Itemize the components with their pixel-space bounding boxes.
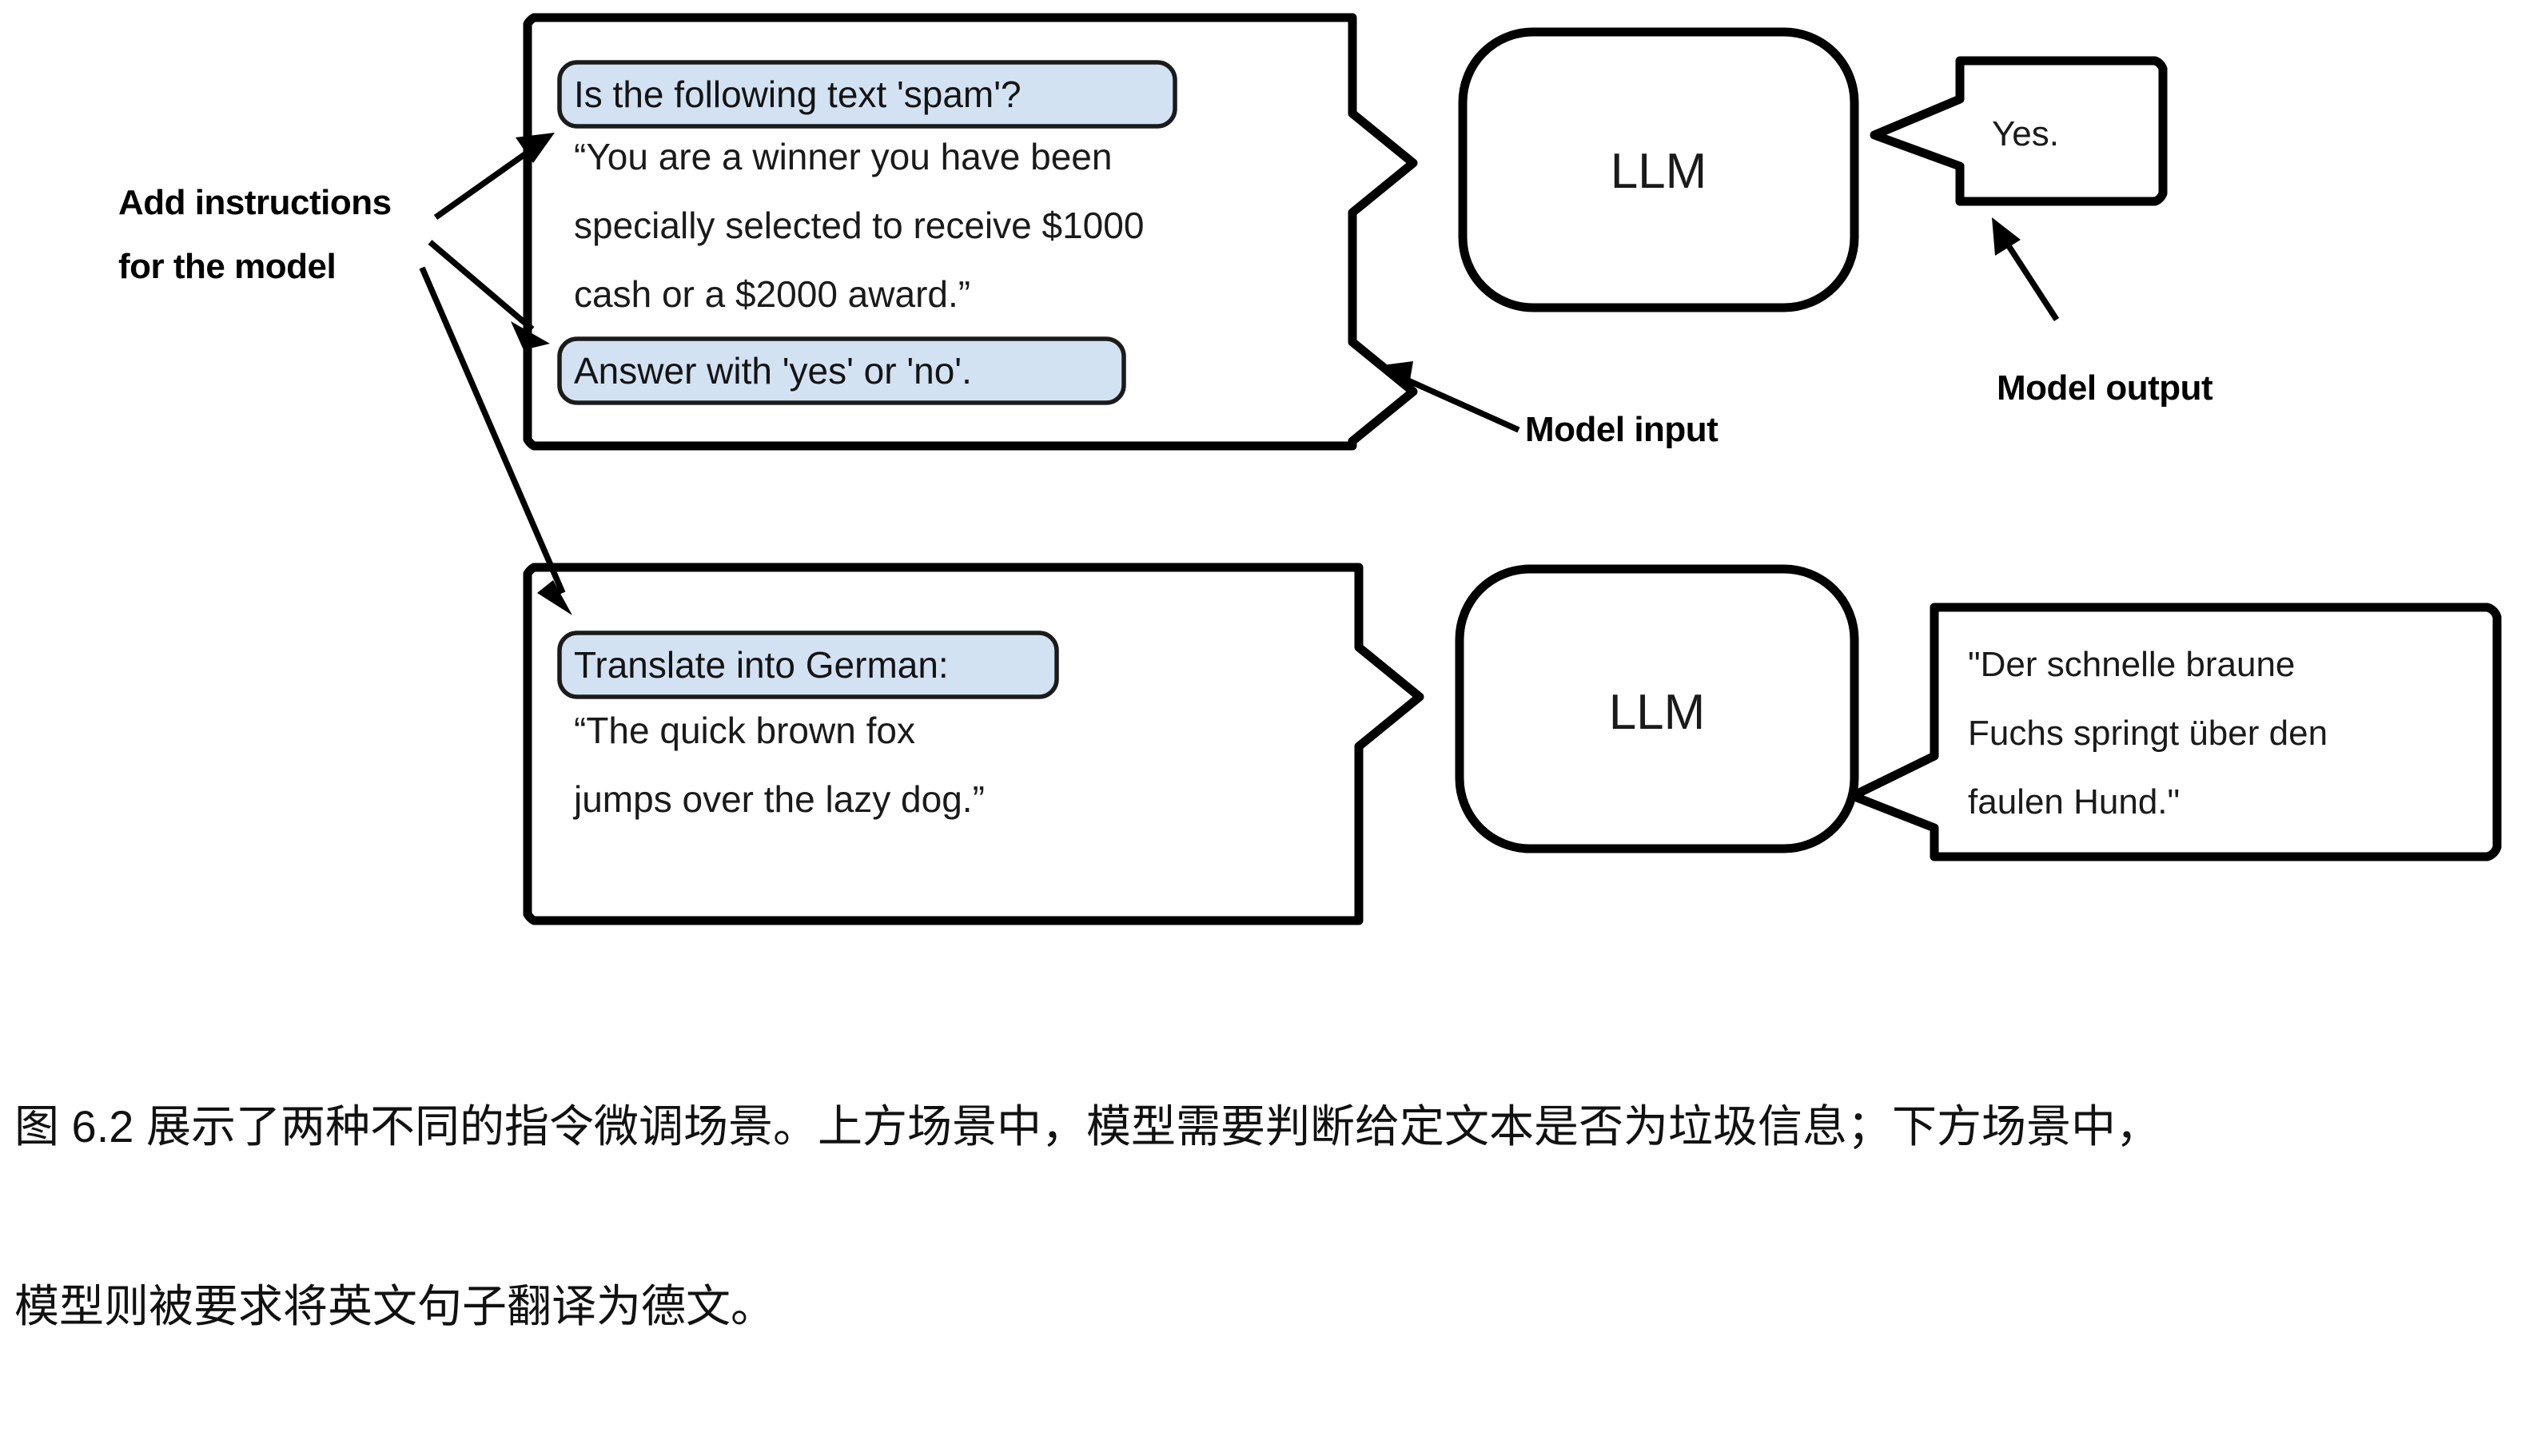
instruction-chip-translate-label: Translate into German:: [574, 644, 949, 686]
model-output-bubble-yes-line: Yes.: [1992, 114, 2059, 153]
arrow-model-input-pointer: [1396, 372, 1520, 433]
llm-box-translate: [1455, 564, 1859, 853]
add-instructions-label-line2: for the model: [118, 247, 336, 286]
input-body-line: specially selected to receive $1000: [574, 205, 1144, 246]
input-body-line: “The quick brown fox: [574, 710, 915, 751]
instruction-chip-translate: [557, 631, 1059, 699]
model-output-bubble-german-line: Fuchs springt über den: [1968, 714, 2328, 753]
arrow-head-icon: [511, 321, 550, 350]
model-output-bubble-yes: [1870, 56, 2168, 206]
arrow-instructions-to-translate-chip: [419, 266, 566, 595]
model-output-bubble-german-line: faulen Hund.": [1968, 782, 2180, 821]
arrow-model-output-pointer: [2001, 237, 2060, 322]
arrow-head-icon: [516, 133, 555, 163]
figure-caption-line: 模型则被要求将英文句子翻译为德文。: [14, 1281, 775, 1332]
input-body-line: jumps over the lazy dog.”: [572, 778, 985, 820]
instruction-finetuning-diagram: Is the following text 'spam'? “You are a…: [118, 13, 2502, 925]
arrow-head-icon: [1992, 217, 2021, 256]
input-body-line: cash or a $2000 award.”: [574, 273, 970, 315]
figure-caption: 图 6.2 展示了两种不同的指令微调场景。上方场景中，模型需要判断给定文本是否为…: [14, 977, 2532, 1456]
llm-box-spam-label: LLM: [1611, 144, 1707, 199]
instruction-chip-answer-format: [557, 336, 1126, 405]
arrow-instructions-to-spam-chip: [433, 141, 542, 221]
input-body-line: “You are a winner you have been: [574, 136, 1112, 177]
arrow-head-icon: [1376, 361, 1413, 390]
instruction-chip-answer-format-label: Answer with 'yes' or 'no'.: [574, 350, 972, 392]
model-output-bubble-german-line: "Der schnelle braune: [1968, 645, 2295, 684]
figure-caption-line: 图 6.2 展示了两种不同的指令微调场景。上方场景中，模型需要判断给定文本是否为…: [14, 1101, 2161, 1152]
arrow-head-icon: [537, 580, 572, 615]
model-input-label: Model input: [1525, 410, 1719, 449]
add-instructions-label-line1: Add instructions: [118, 183, 392, 222]
model-output-label: Model output: [1997, 368, 2213, 408]
model-output-bubble-german: [1848, 603, 2502, 861]
llm-box-translate-label: LLM: [1609, 685, 1706, 740]
llm-box-spam: [1458, 27, 1859, 312]
arrow-instructions-to-answer-chip: [428, 240, 535, 332]
instruction-chip-spam-question: [557, 60, 1177, 129]
instruction-chip-spam-question-label: Is the following text 'spam'?: [574, 74, 1022, 115]
figure-root: Is the following text 'spam'? “You are a…: [14, 13, 2502, 1331]
